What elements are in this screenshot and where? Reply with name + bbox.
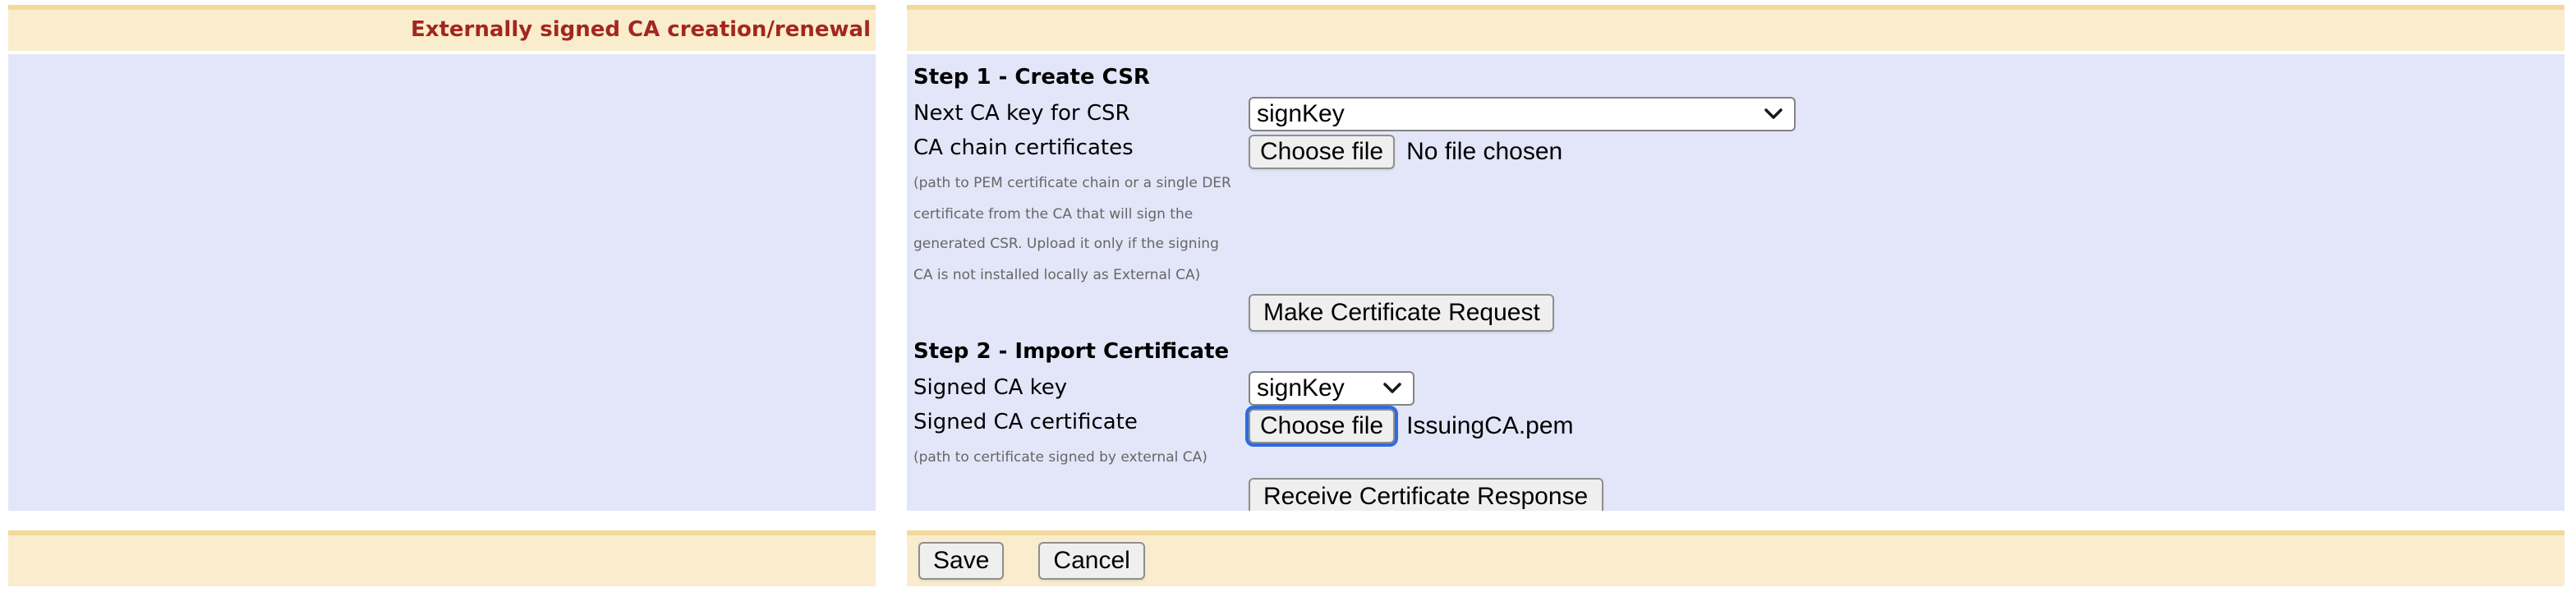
make-request-row: Make Certificate Request <box>1249 294 2564 332</box>
content-left-cell <box>8 54 876 511</box>
signed-ca-certificate-help: (path to certificate signed by external … <box>913 450 1208 466</box>
ca-chain-label: CA chain certificates <box>913 136 1134 161</box>
signed-ca-certificate-label-block: Signed CA certificate (path to certifica… <box>913 409 1249 474</box>
make-certificate-request-button[interactable]: Make Certificate Request <box>1249 294 1555 332</box>
footer-row: Save Cancel <box>8 530 2564 586</box>
receive-response-row: Receive Certificate Response <box>1249 477 2564 511</box>
signed-ca-certificate-row: Signed CA certificate (path to certifica… <box>913 409 2564 474</box>
step1-heading: Step 1 - Create CSR <box>913 66 1150 90</box>
next-ca-key-row: Next CA key for CSR signKey <box>913 97 2564 131</box>
chevron-down-icon <box>1383 383 1401 393</box>
cancel-button[interactable]: Cancel <box>1038 542 1145 580</box>
next-ca-key-label: Next CA key for CSR <box>913 101 1130 126</box>
ca-edit-table: Externally signed CA creation/renewal St… <box>8 5 2564 586</box>
signed-ca-key-select-value: signKey <box>1257 374 1345 402</box>
ca-chain-help: (path to PEM certificate chain or a sing… <box>913 176 1231 283</box>
ca-chain-file-status: No file chosen <box>1406 138 1563 166</box>
next-ca-key-select-value: signKey <box>1257 100 1345 128</box>
signed-ca-key-select[interactable]: signKey <box>1249 371 1414 406</box>
content-form-cell: Step 1 - Create CSR Next CA key for CSR … <box>907 54 2564 511</box>
ca-chain-file-input: Choose file No file chosen <box>1249 135 1562 169</box>
next-ca-key-select[interactable]: signKey <box>1249 97 1796 131</box>
signed-ca-certificate-file-name: IssuingCA.pem <box>1406 412 1574 440</box>
receive-certificate-response-button[interactable]: Receive Certificate Response <box>1249 477 1603 511</box>
footer-actions-cell: Save Cancel <box>907 530 2564 586</box>
header-row: Externally signed CA creation/renewal <box>8 5 2564 51</box>
header-spacer-cell <box>907 5 2564 51</box>
page: Externally signed CA creation/renewal St… <box>0 5 2576 606</box>
footer-spacer-cell <box>8 530 876 586</box>
ca-chain-choose-file-button[interactable]: Choose file <box>1249 135 1396 169</box>
content-row: Step 1 - Create CSR Next CA key for CSR … <box>8 54 2564 511</box>
signed-ca-certificate-file-input: Choose file IssuingCA.pem <box>1249 409 1574 443</box>
save-button[interactable]: Save <box>918 542 1005 580</box>
signed-ca-key-label: Signed CA key <box>913 375 1068 400</box>
page-title: Externally signed CA creation/renewal <box>410 18 871 43</box>
signed-ca-key-row: Signed CA key signKey <box>913 371 2564 406</box>
signed-ca-certificate-label: Signed CA certificate <box>913 411 1138 435</box>
step2-heading: Step 2 - Import Certificate <box>913 340 1230 365</box>
signed-ca-certificate-choose-file-button[interactable]: Choose file <box>1249 409 1396 443</box>
header-title-cell: Externally signed CA creation/renewal <box>8 5 876 51</box>
ca-chain-row: CA chain certificates (path to PEM certi… <box>913 135 2564 291</box>
ca-chain-label-block: CA chain certificates (path to PEM certi… <box>913 135 1249 291</box>
chevron-down-icon <box>1764 108 1782 119</box>
